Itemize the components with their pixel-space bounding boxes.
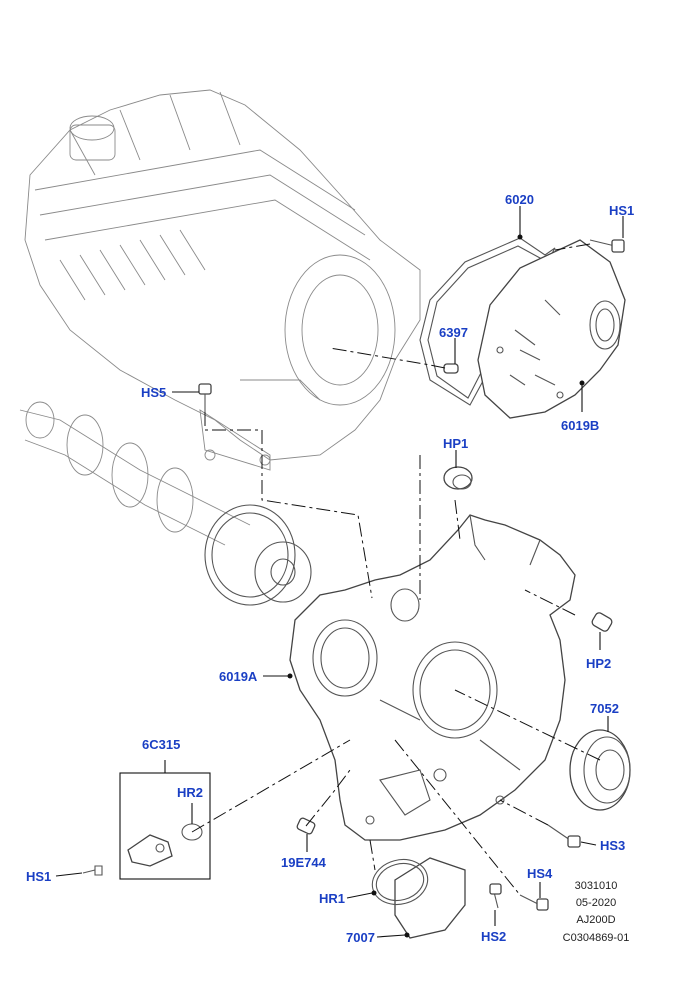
callout-hp1: HP1 — [443, 436, 469, 451]
reference-line-1: 3031010 — [574, 880, 618, 892]
sensor-group-6c315 — [82, 760, 211, 880]
callout-19e744: 19E744 — [281, 855, 326, 870]
dowel-6397 — [443, 363, 459, 374]
reference-line-2: 05-2020 — [575, 897, 617, 909]
plug-hp1 — [443, 466, 473, 490]
callout-6c315: 6C315 — [142, 737, 181, 752]
reference-line-4: C0304869-01 — [562, 932, 630, 944]
oil-seal-7052 — [569, 729, 631, 811]
reference-line-3: AJ200D — [576, 914, 616, 926]
engine-block — [24, 89, 421, 471]
callout-hs1-top: HS1 — [609, 203, 635, 218]
callout-hs2: HS2 — [481, 929, 507, 944]
bolt-hs4 — [519, 894, 549, 911]
plug-hp2 — [591, 612, 613, 632]
callout-7007: 7007 — [346, 930, 375, 945]
cover-6019b — [477, 239, 626, 419]
callout-hr2: HR2 — [177, 785, 204, 800]
bolt-hs3 — [547, 824, 581, 848]
callout-6019a: 6019A — [219, 669, 258, 684]
callout-hr1: HR1 — [319, 891, 346, 906]
callout-hp2: HP2 — [586, 656, 612, 671]
callout-hs5: HS5 — [141, 385, 167, 400]
housing-6019a — [289, 514, 576, 841]
o-ring-hr1 — [371, 858, 429, 906]
callout-6019b: 6019B — [561, 418, 600, 433]
callout-6020: 6020 — [505, 192, 534, 207]
leader-lines — [55, 206, 624, 938]
callout-hs3: HS3 — [600, 838, 626, 853]
cover-7007 — [394, 857, 466, 939]
crankshaft — [19, 401, 312, 606]
assembly-lines — [191, 243, 601, 896]
callout-7052: 7052 — [590, 701, 619, 716]
bolt-hs2 — [489, 883, 502, 909]
callout-hs1-bottom: HS1 — [26, 869, 52, 884]
bolt-hs5 — [198, 383, 212, 412]
bolt-hs1-top — [589, 239, 625, 253]
callout-hs4: HS4 — [527, 866, 553, 881]
callout-6397: 6397 — [439, 325, 468, 340]
